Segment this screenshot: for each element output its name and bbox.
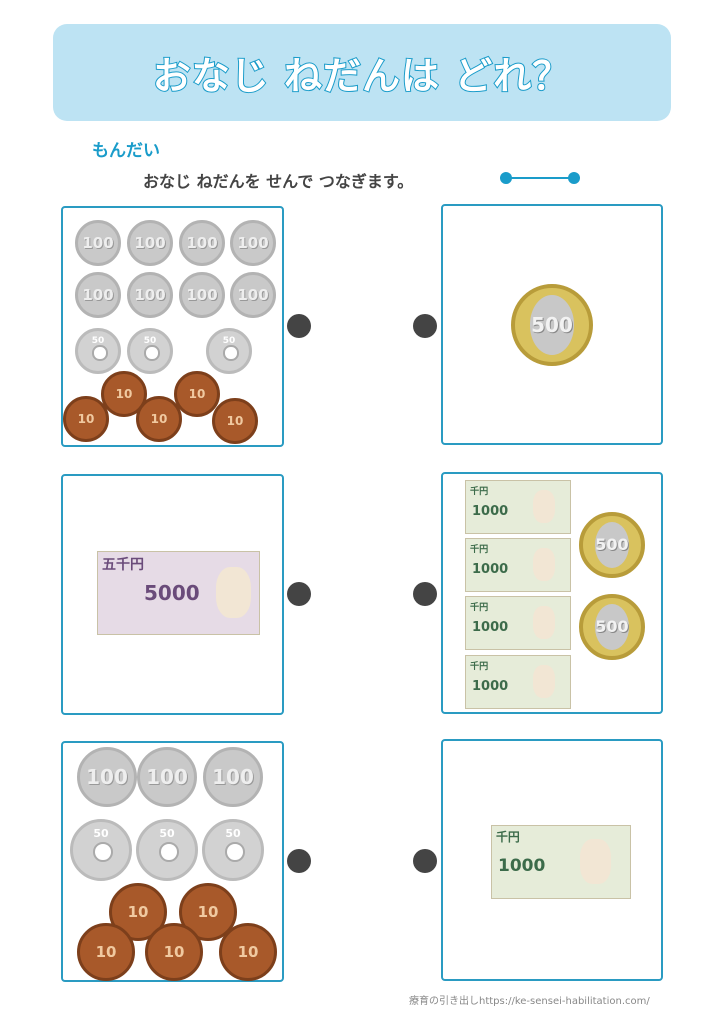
bill-kanji: 千円 xyxy=(470,662,489,672)
coin-50: 50 xyxy=(202,819,264,881)
coin-100: 100 xyxy=(77,747,137,807)
bill-1000: 千円 1000 xyxy=(491,825,631,899)
coin-50: 50 xyxy=(206,328,252,374)
coin-10: 10 xyxy=(219,923,277,981)
bill-value: 1000 xyxy=(472,561,509,577)
coin-10: 10 xyxy=(77,923,135,981)
coin-50: 50 xyxy=(136,819,198,881)
bill-value: 1000 xyxy=(472,503,509,519)
bill-kanji: 千円 xyxy=(470,487,489,497)
coin-500: 500 xyxy=(579,594,645,660)
footer-credit: 療育の引き出しhttps://ke-sensei-habilitation.co… xyxy=(409,996,650,1007)
coin-50: 50 xyxy=(75,328,121,374)
connect-dot-left-3[interactable] xyxy=(287,849,311,873)
coin-100: 100 xyxy=(75,220,121,266)
connect-dot-right-2[interactable] xyxy=(413,582,437,606)
bill-kanji: 千円 xyxy=(496,830,520,844)
instruction-text: おなじ ねだんを せんで つなぎます。 xyxy=(143,172,414,191)
coin-500: 500 xyxy=(579,512,645,578)
coin-100: 100 xyxy=(179,220,225,266)
coin-100: 100 xyxy=(179,272,225,318)
coin-100: 100 xyxy=(137,747,197,807)
bill-1000: 千円 1000 xyxy=(465,655,571,709)
left-box-3: 100 100 100 50 50 50 10 10 10 10 10 xyxy=(61,741,284,982)
coin-10: 10 xyxy=(101,371,147,417)
coin-10: 10 xyxy=(145,923,203,981)
coin-100: 100 xyxy=(127,220,173,266)
coin-10: 10 xyxy=(174,371,220,417)
bill-1000: 千円 1000 xyxy=(465,538,571,592)
right-box-2: 千円 1000 千円 1000 千円 1000 千円 1000 500 500 xyxy=(441,472,663,714)
bill-value: 1000 xyxy=(498,856,546,876)
bill-kanji: 千円 xyxy=(470,545,489,555)
connect-line-icon xyxy=(500,171,580,185)
connect-dot-right-1[interactable] xyxy=(413,314,437,338)
coin-50: 50 xyxy=(70,819,132,881)
connect-dot-left-1[interactable] xyxy=(287,314,311,338)
coin-10: 10 xyxy=(136,396,182,442)
bill-1000: 千円 1000 xyxy=(465,480,571,534)
right-box-1: 500 xyxy=(441,204,663,445)
coin-100: 100 xyxy=(230,272,276,318)
bill-value: 5000 xyxy=(144,581,200,605)
coin-100: 100 xyxy=(75,272,121,318)
right-box-3: 千円 1000 xyxy=(441,739,663,981)
coin-100: 100 xyxy=(127,272,173,318)
connect-dot-right-3[interactable] xyxy=(413,849,437,873)
bill-value: 1000 xyxy=(472,619,509,635)
coin-value: 500 xyxy=(594,521,630,569)
left-box-1: 100 100 100 100 100 100 100 100 50 50 50… xyxy=(61,206,284,447)
page-title: おなじ ねだんは どれ？ xyxy=(152,53,572,99)
bill-value: 1000 xyxy=(472,678,509,694)
coin-100: 100 xyxy=(203,747,263,807)
coin-value: 500 xyxy=(529,295,575,355)
coin-100: 100 xyxy=(230,220,276,266)
coin-10: 10 xyxy=(63,396,109,442)
coin-10: 10 xyxy=(212,398,258,444)
question-label: もんだい xyxy=(92,141,160,161)
coin-value: 500 xyxy=(594,603,630,651)
coin-50: 50 xyxy=(127,328,173,374)
bill-kanji: 千円 xyxy=(470,603,489,613)
coin-500: 500 xyxy=(511,284,593,366)
bill-1000: 千円 1000 xyxy=(465,596,571,650)
bill-kanji: 五千円 xyxy=(102,557,144,573)
connect-dot-left-2[interactable] xyxy=(287,582,311,606)
title-banner: おなじ ねだんは どれ？ xyxy=(53,24,671,121)
